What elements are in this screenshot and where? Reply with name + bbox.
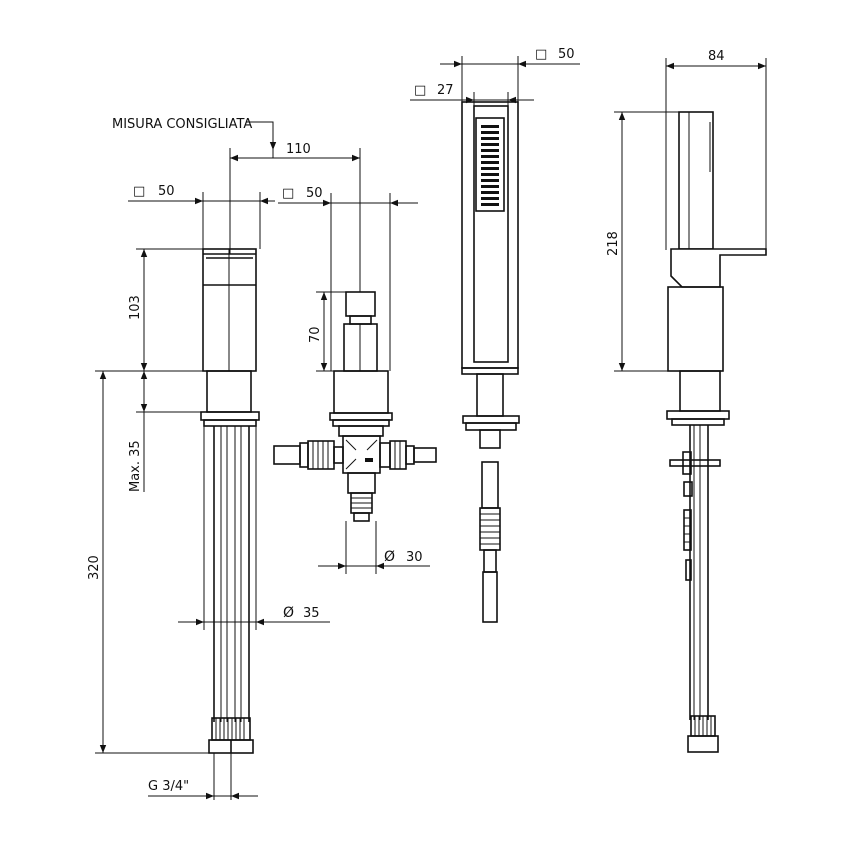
handshower-front-view [461, 101, 520, 623]
spout-supply-pipes [213, 426, 250, 722]
square-icon: □ [133, 184, 145, 199]
dim-side-depth: 84 [665, 49, 767, 250]
dim-max35-label: Max. 35 [128, 440, 143, 492]
handshower-hose [479, 461, 501, 623]
diverter-knob [343, 291, 378, 372]
dim-50-handshower-label: 50 [558, 47, 575, 62]
side-supply-pipes [669, 425, 721, 720]
dim-g34-label: G 3/4" [148, 779, 189, 794]
square-icon: □ [282, 186, 294, 201]
diverter-base [329, 370, 393, 437]
dim-dia30-label: 30 [406, 550, 423, 565]
dim-side-height: 218 [606, 111, 679, 372]
diameter-icon: Ø [283, 605, 294, 621]
dim-50-valve-label: 50 [306, 186, 323, 201]
diverter-bottom-outlet [347, 472, 376, 522]
dim-110-label: 110 [286, 142, 311, 157]
diverter-valve-body [342, 435, 381, 474]
square-icon: □ [535, 47, 547, 62]
dim-pipe-diameter: Ø 35 [178, 426, 330, 630]
dim-outlet-diameter: Ø 30 [318, 521, 430, 574]
dim-320-label: 320 [87, 555, 102, 580]
handshower-handle [461, 101, 519, 369]
side-handshower [667, 111, 767, 372]
diverter-left-outlet [273, 440, 344, 470]
dim-103-label: 103 [128, 295, 143, 320]
side-connector-nut [687, 715, 719, 753]
dim-diverter-width: □ 50 [278, 186, 418, 371]
dim-thread: G 3/4" [148, 753, 258, 800]
dim-max-thickness: Max. 35 [128, 371, 201, 492]
spout-view [200, 248, 260, 754]
spout-base [200, 370, 260, 427]
dim-70-label: 70 [308, 326, 323, 343]
diverter-view [273, 291, 437, 522]
dim-50-spout-label: 50 [158, 184, 175, 199]
spout-connector-nut [208, 717, 254, 754]
handshower-spray-nozzles [481, 125, 499, 206]
dim-handshower-widths: □ 50 □ 27 [410, 47, 580, 106]
dim-spout-height: 103 [95, 248, 207, 372]
dim-218-label: 218 [606, 231, 621, 256]
side-base [666, 370, 730, 426]
square-icon: □ [414, 83, 426, 98]
dim-84-label: 84 [708, 49, 725, 64]
diverter-right-outlet [379, 440, 437, 470]
dim-27-handshower-label: 27 [437, 83, 454, 98]
dim-pipe-length: 320 [87, 371, 209, 754]
handshower-holder [461, 367, 520, 449]
dim-knob-height: 70 [308, 291, 346, 372]
dim-recommended-distance: MISURA CONSIGLIATA 110 [112, 117, 361, 292]
spout-body [202, 248, 257, 372]
side-view [666, 111, 767, 753]
dimensions: MISURA CONSIGLIATA 110 □ 50 □ 50 [87, 47, 767, 800]
dim-spout-width: □ 50 [128, 184, 275, 249]
diameter-icon: Ø [384, 549, 395, 565]
misura-consigliata-label: MISURA CONSIGLIATA [112, 117, 252, 132]
dim-dia35-label: 35 [303, 606, 320, 621]
